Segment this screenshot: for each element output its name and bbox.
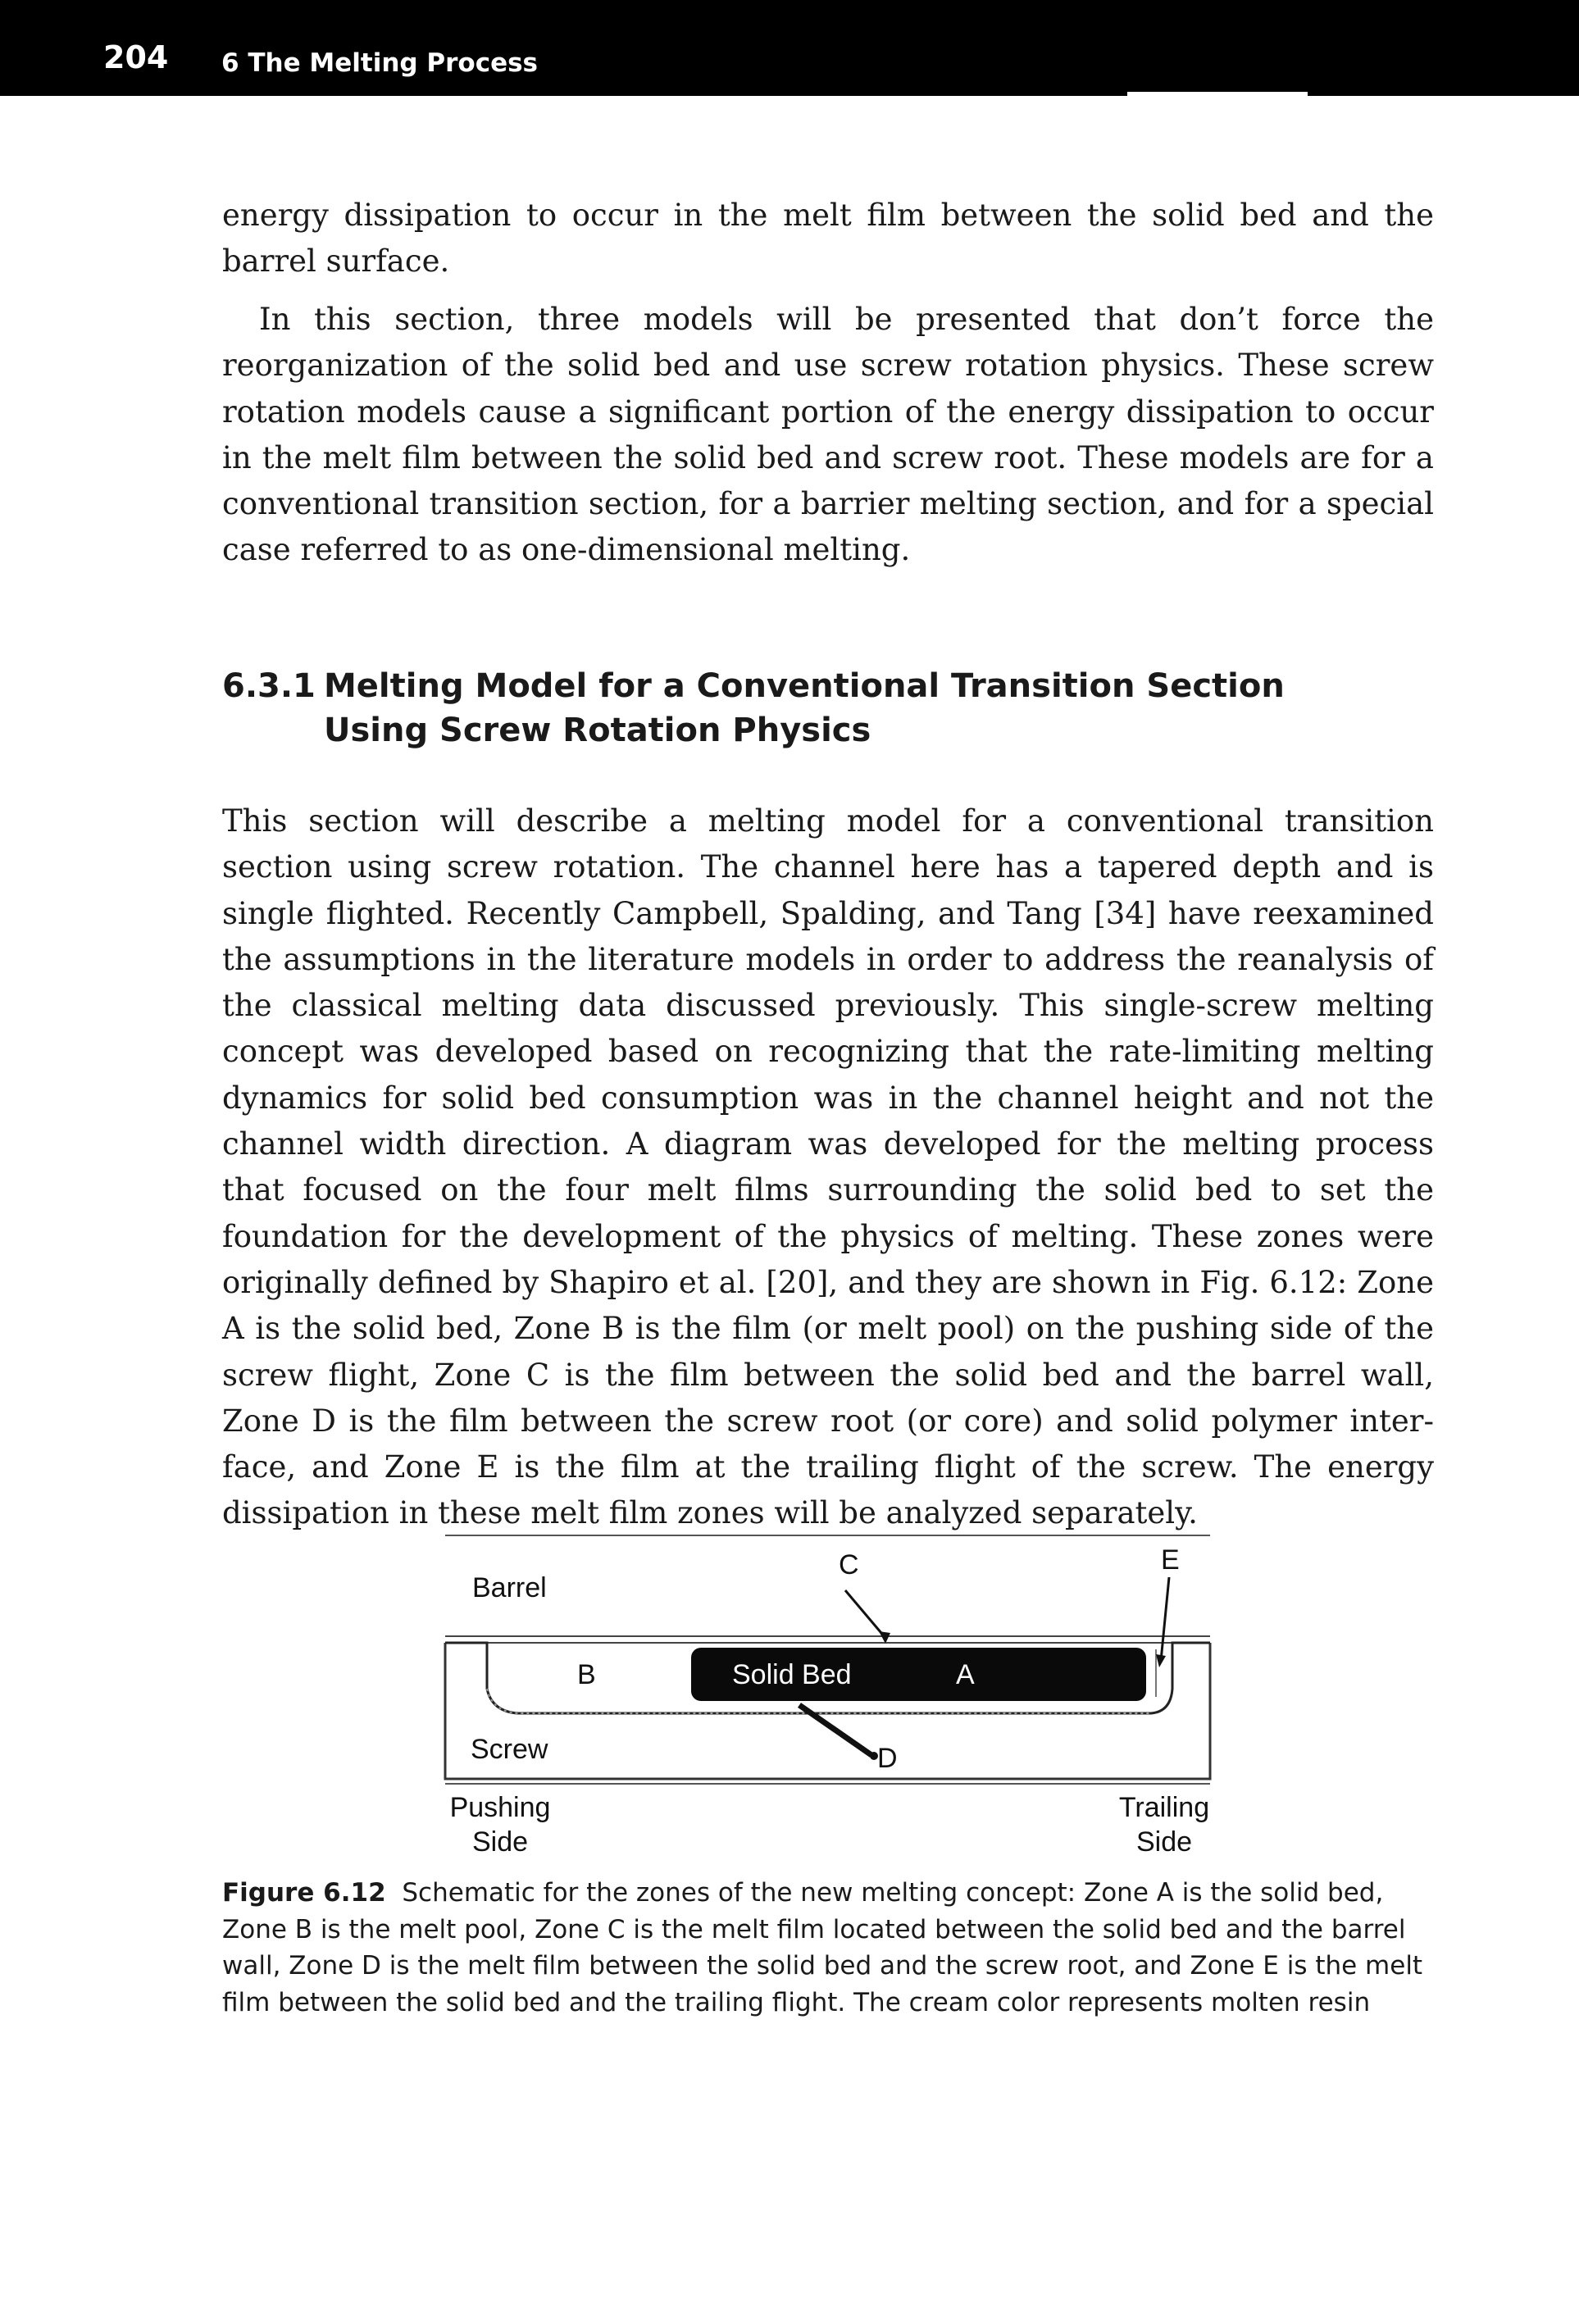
barrel-label: Barrel [472,1572,547,1603]
figure-caption: Figure 6.12 Schematic for the zones of t… [222,1875,1436,2021]
screw-outline [444,1643,1212,1781]
section-number: 6.3.1 [222,667,316,705]
zone-e-label: E [1161,1544,1180,1576]
zone-a-label: A [956,1659,975,1690]
solid-bed-label: Solid Bed [732,1659,852,1690]
arrow-d-head [870,1752,878,1760]
paragraph-3: This section will describe a melting mod… [222,803,1434,1531]
section-title-line-1: Melting Model for a Conventional Transit… [324,667,1285,705]
solid-bed [691,1648,1146,1701]
screw-label: Screw [471,1734,548,1765]
pushing-side-line-2: Side [471,1826,529,1858]
running-header: 204 6 The Melting Process [0,0,1579,96]
arrow-d [798,1703,873,1758]
arrow-c [844,1590,887,1639]
channel-profile [445,1641,1210,1715]
trailing-side-line-2: Side [1135,1826,1193,1858]
pushing-side-line-1: Pushing [449,1792,551,1823]
arrow-c-head [879,1631,890,1644]
zone-c-label: C [839,1549,859,1580]
page-number: 204 [103,39,169,75]
section-title-line-2: Using Screw Rotation Physics [324,712,871,749]
header-divider [1127,92,1308,97]
paragraph-2: In this section, three models will be pr… [222,302,1434,568]
caption-text: Schematic for the zones of the new melti… [222,1878,1423,2017]
chapter-title: 6 The Melting Process [221,48,539,78]
zone-d-label: D [877,1743,898,1774]
zone-b-label: B [577,1659,596,1690]
paragraph-1: energy dissipation to occur in the melt … [222,198,1434,280]
arrow-e-head [1156,1654,1166,1667]
melt-film-d [486,1688,1151,1714]
caption-label: Figure 6.12 [222,1878,386,1908]
trailing-side-line-1: Trailing [1118,1792,1210,1823]
arrow-e [1159,1576,1171,1662]
